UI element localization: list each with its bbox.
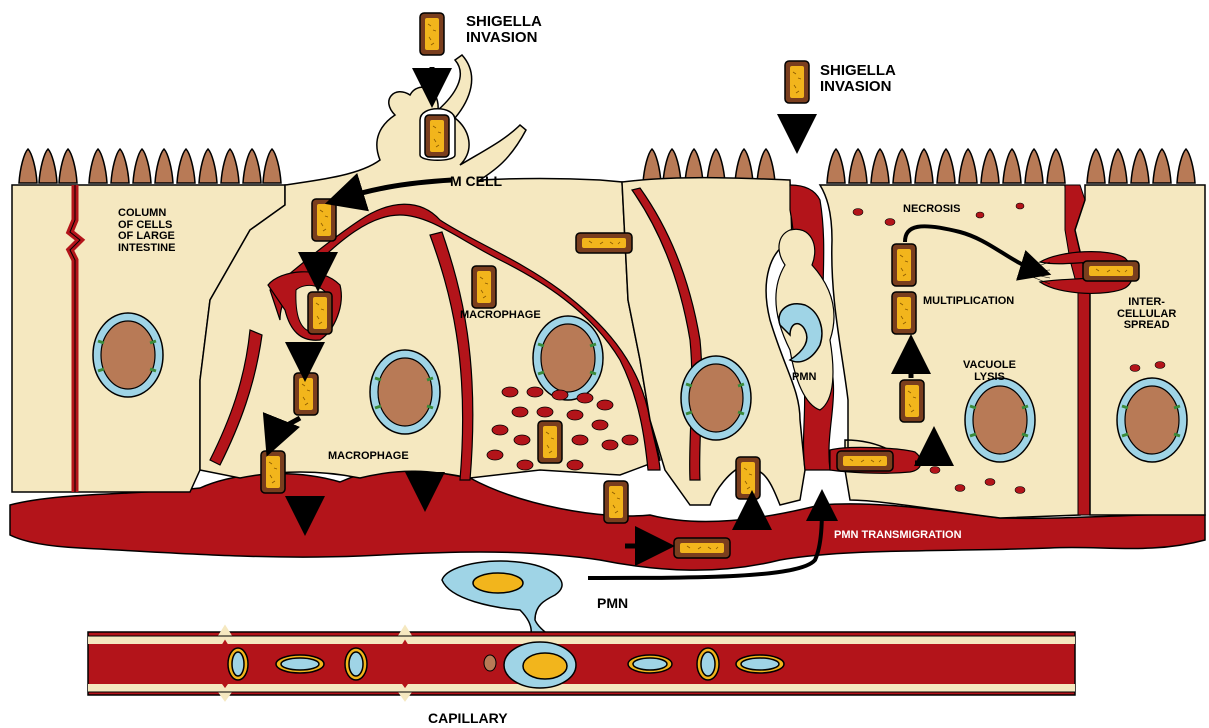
label-pmn-transmigration: PMN TRANSMIGRATION <box>834 530 962 542</box>
label-multiplication: MULTIPLICATION <box>923 296 1014 308</box>
label-vacuole-lysis: VACUOLE LYSIS <box>963 360 1016 383</box>
label-shigella-invasion-1: SHIGELLA INVASION <box>466 14 542 46</box>
label-column-cells: COLUMN OF CELLS OF LARGE INTESTINE <box>118 208 175 254</box>
label-shigella-invasion-2: SHIGELLA INVASION <box>820 63 896 95</box>
label-pmn-bottom: PMN <box>597 596 628 611</box>
epithelial-cell-far-right <box>1075 185 1205 515</box>
label-capillary: CAPILLARY <box>428 711 508 726</box>
label-macrophage-2: MACROPHAGE <box>328 451 409 463</box>
label-macrophage-1: MACROPHAGE <box>460 310 541 322</box>
label-intercellular-spread: INTER- CELLULAR SPREAD <box>1117 297 1176 332</box>
label-m-cell: M CELL <box>450 174 502 189</box>
label-pmn-inner: PMN <box>792 372 816 384</box>
microvilli-left <box>19 149 1195 183</box>
label-necrosis: NECROSIS <box>903 204 960 216</box>
